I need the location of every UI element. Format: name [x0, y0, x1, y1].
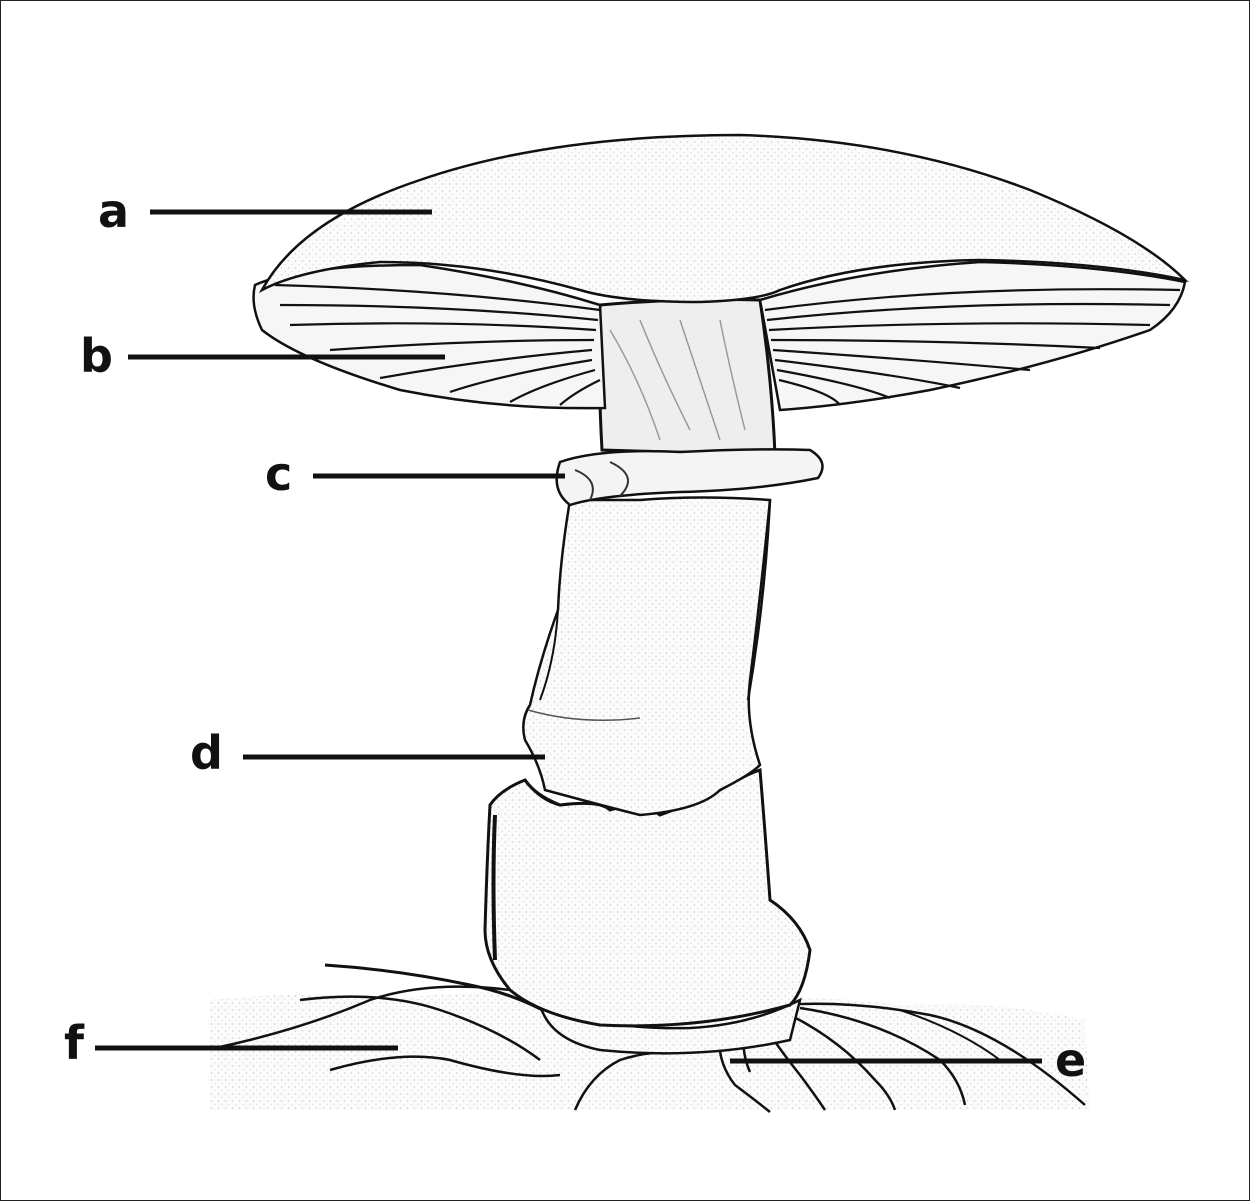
label-b: b: [80, 333, 113, 379]
label-e: e: [1055, 1037, 1086, 1083]
stalk-upper: [599, 300, 775, 455]
label-f: f: [64, 1020, 84, 1066]
label-a: a: [98, 188, 129, 234]
label-c: c: [265, 451, 292, 497]
stalk: [523, 498, 770, 816]
label-d: d: [190, 730, 223, 776]
